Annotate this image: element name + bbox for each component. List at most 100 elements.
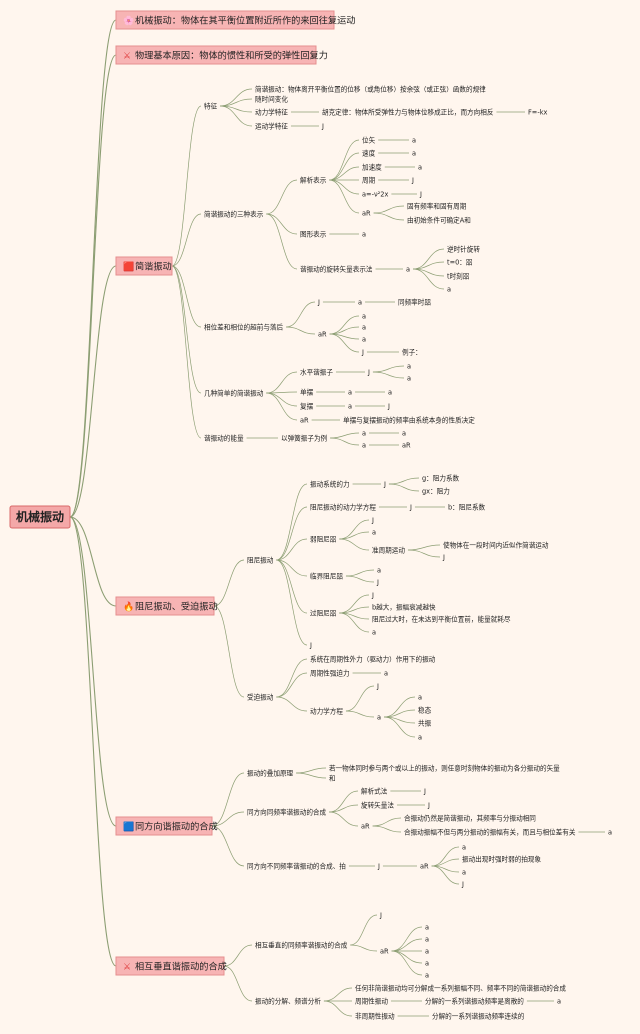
node-s3b4a[interactable]: 例子： — [402, 347, 422, 356]
node-t1a1[interactable]: g：阻力系数 — [422, 473, 460, 482]
node-t1d2[interactable]: J — [376, 578, 379, 586]
node-s2a3v[interactable]: a — [418, 163, 422, 171]
node-v2c1[interactable]: 分解的一系列谐振动频率连续的 — [432, 1011, 525, 1020]
node-t1a[interactable]: 振动系统的力 — [310, 479, 350, 488]
node-t2c2d[interactable]: a — [418, 733, 422, 741]
node-t1e2[interactable]: b越大，振幅衰减越快 — [372, 602, 436, 611]
node-s3[interactable]: 相位差和相位的超前与落后 — [204, 322, 284, 331]
node-u1a2[interactable]: 和 — [329, 773, 336, 782]
node-s2a3[interactable]: 加速度 — [362, 162, 382, 171]
node-s3b1[interactable]: a — [362, 312, 366, 320]
node-s2a6[interactable]: aR — [362, 209, 371, 217]
node-s1c[interactable]: 运动学特征 — [255, 121, 288, 130]
node-s1[interactable]: 特征 — [204, 101, 218, 110]
node-s4b[interactable]: 单摆 — [300, 387, 314, 396]
node-s2a1[interactable]: 位矢 — [362, 135, 376, 144]
node-v2b[interactable]: 周期性振动 — [355, 996, 388, 1005]
node-s5a1v[interactable]: a — [402, 429, 406, 437]
node-s2bv[interactable]: a — [362, 230, 366, 238]
node-s2a2[interactable]: 速度 — [362, 148, 376, 157]
node-u3w2[interactable]: 振动出现时强时弱的拍现象 — [462, 854, 542, 863]
node-u2b[interactable]: 旋转矢量法 — [361, 800, 394, 809]
node-s3b[interactable]: aR — [318, 330, 327, 338]
node-u3v[interactable]: J — [377, 862, 380, 870]
node-t1c3a[interactable]: 使物体在一段时间内近似作简谐运动 — [443, 540, 549, 549]
node-u1a[interactable]: 若一物体同时参与两个或以上的振动，则任意时刻物体的振动为各分振动的矢量 — [329, 763, 560, 772]
node-s2cv[interactable]: a — [406, 265, 410, 273]
node-u3w[interactable]: aR — [420, 862, 429, 870]
node-t2c2[interactable]: a — [377, 713, 381, 721]
node-t1d[interactable]: 临界阻尼㗊 — [310, 571, 343, 580]
node-u2c1[interactable]: 合振动仍然是简谐振动，其频率与分振动相同 — [404, 813, 536, 822]
node-v1b4[interactable]: a — [425, 959, 429, 967]
node-t2bv[interactable]: a — [384, 669, 388, 677]
node-s2a4v[interactable]: J — [411, 176, 414, 184]
node-v2[interactable]: 振动的分解、频谱分析 — [255, 996, 321, 1005]
node-s5a2v[interactable]: aR — [402, 441, 411, 449]
node-v1b[interactable]: aR — [380, 947, 389, 955]
node-s2c4[interactable]: a — [447, 285, 451, 293]
node-t1c[interactable]: 弱阻尼㗊 — [310, 534, 337, 543]
node-u2a[interactable]: 解析式法 — [361, 786, 388, 795]
main-branch-m1[interactable]: 🌸机械振动：物体在其平衡位置附近所作的来回往复运动 — [115, 10, 356, 30]
node-t2c2c[interactable]: 共振 — [418, 718, 432, 727]
node-v2a[interactable]: 任何非简谐振动均可分解成一系列振幅不同、频率不同的简谐振动的合成 — [355, 983, 566, 992]
node-s2a[interactable]: 解析表示 — [300, 175, 327, 184]
node-s4b2[interactable]: a — [388, 388, 392, 396]
node-t1c2[interactable]: a — [372, 528, 376, 536]
node-s2a4[interactable]: 周期 — [362, 176, 376, 184]
node-v1b2[interactable]: a — [425, 935, 429, 943]
node-s1a[interactable]: 简谐振动：物体离开平衡位置的位移（或角位移）按余弦（或正弦）函数的规律 — [255, 84, 486, 93]
node-s2a6b[interactable]: 由初始条件可确定A和 — [407, 215, 471, 224]
node-s1a2[interactable]: 随时间变化 — [255, 94, 288, 103]
node-t1e3[interactable]: 阻尼过大时，在未达到平衡位置前，能量就耗尽 — [372, 614, 511, 623]
node-s1b[interactable]: 动力学特征 — [255, 107, 288, 116]
node-s4[interactable]: 几种简单的简谐振动 — [204, 388, 264, 397]
node-u3w3[interactable]: a — [462, 868, 466, 876]
node-s5a2[interactable]: a — [362, 441, 366, 449]
node-s2a2v[interactable]: a — [412, 149, 416, 157]
node-t1b1[interactable]: b：阻尼系数 — [448, 502, 486, 511]
node-t2[interactable]: 受迫振动 — [247, 692, 274, 701]
node-u1[interactable]: 振动的叠加原理 — [247, 768, 294, 777]
node-s2a5[interactable]: a=-ν²2x — [362, 190, 388, 198]
node-t1c1[interactable]: J — [371, 516, 374, 524]
node-t1e1[interactable]: J — [371, 591, 374, 599]
node-s2c1[interactable]: 逆时针旋转 — [447, 244, 480, 253]
node-t2a[interactable]: 系统在周期性外力（驱动力）作用下的振动 — [310, 654, 436, 663]
node-t2c1[interactable]: J — [376, 682, 379, 690]
node-s3a1[interactable]: a — [358, 298, 362, 306]
main-branch-m3[interactable]: 🟥简谐振动 — [115, 256, 173, 276]
node-s2c2[interactable]: t=0：㗊 — [447, 258, 473, 266]
node-v2b1[interactable]: 分解的一系列谐振动频率是离散的 — [425, 996, 524, 1005]
node-t1f[interactable]: J — [309, 641, 312, 649]
node-s4b1[interactable]: a — [348, 388, 352, 396]
node-u2[interactable]: 同方向同频率谐振动的合成 — [247, 807, 327, 816]
node-s4a1[interactable]: a — [407, 362, 411, 370]
node-s4c[interactable]: 复摆 — [300, 401, 314, 410]
node-s4d[interactable]: aR — [300, 416, 309, 424]
node-s3a2[interactable]: 同频率时㗊 — [398, 297, 431, 306]
node-s5[interactable]: 谐振动的能量 — [204, 433, 244, 442]
node-s5a[interactable]: 以弹簧振子为例 — [281, 433, 328, 442]
node-u2bv[interactable]: J — [427, 801, 430, 809]
node-t2c2a[interactable]: a — [418, 693, 422, 701]
node-u2c2v[interactable]: a — [608, 828, 612, 836]
node-t1bv[interactable]: J — [409, 503, 412, 511]
node-v2b2[interactable]: a — [557, 997, 561, 1005]
node-u2av[interactable]: J — [423, 787, 426, 795]
node-t2c[interactable]: 动力学方程 — [310, 706, 343, 715]
node-s2b[interactable]: 图形表示 — [300, 229, 327, 238]
node-s3a[interactable]: J — [317, 298, 320, 306]
node-t1a2[interactable]: gx：阻力 — [422, 486, 450, 495]
node-t1e[interactable]: 过阻尼㗊 — [310, 608, 337, 617]
node-v1b1[interactable]: a — [425, 923, 429, 931]
node-t1[interactable]: 阻尼振动 — [247, 555, 274, 564]
node-s4av[interactable]: J — [367, 368, 370, 376]
node-s2c3[interactable]: t时刻㗊 — [447, 271, 470, 280]
node-s1b1[interactable]: 胡克定律：物体所受弹性力与物体位移成正比，而方向相反 — [322, 107, 494, 116]
node-u3w4[interactable]: J — [461, 880, 464, 888]
node-t1d1[interactable]: a — [377, 566, 381, 574]
node-v2c[interactable]: 非周期性振动 — [355, 1011, 395, 1020]
node-v1a[interactable]: J — [379, 911, 382, 919]
